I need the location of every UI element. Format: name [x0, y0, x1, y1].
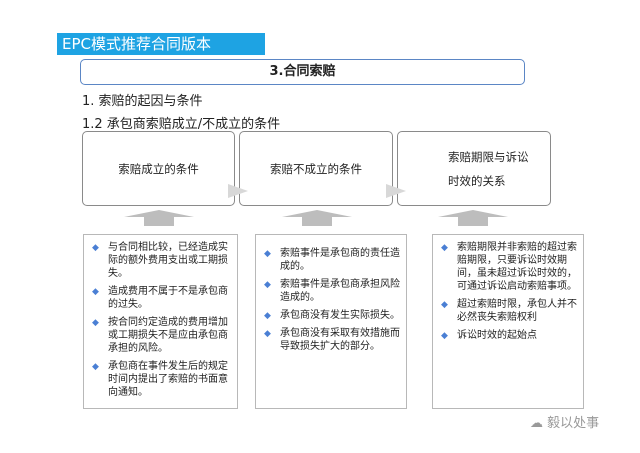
diamond-bullet-icon: ◆ [92, 318, 99, 328]
arrow-up-icon [438, 210, 508, 226]
list-item: ◆造成费用不属于不是承包商的过失。 [92, 286, 228, 310]
conditions-list-box: ◆索赔期限并非索赔的超过索赔期限，只要诉讼时效期间，虽未超过诉讼时效的，可通过诉… [432, 234, 584, 409]
list-item: ◆承包商没有发生实际损失。 [264, 310, 400, 321]
diamond-bullet-icon: ◆ [441, 243, 448, 253]
subheading-1: 1. 索赔的起因与条件 [82, 94, 203, 109]
conditions-list-box: ◆与合同相比较，已经造成实际的额外费用支出或工期损失。 ◆造成费用不属于不是承包… [83, 234, 238, 409]
arrow-up-icon [282, 210, 352, 226]
diamond-bullet-icon: ◆ [264, 311, 271, 321]
list-item: ◆索赔事件是承包商承担风险造成的。 [264, 279, 400, 303]
list-item: ◆按合同约定造成的费用增加或工期损失不是应由承包商承担的风险。 [92, 317, 228, 354]
subheading-2: 1.2 承包商索赔成立/不成立的条件 [82, 117, 281, 132]
arrow-right-icon [228, 184, 248, 198]
list-item: ◆索赔事件是承包商的责任造成的。 [264, 248, 400, 272]
column-heading: 索赔不成立的条件 [270, 161, 362, 176]
list-item: ◆诉讼时效的起始点 [441, 330, 537, 341]
list-item: ◆超过索赔时限，承包人并不必然丧失索赔权利 [441, 299, 577, 323]
diamond-bullet-icon: ◆ [264, 249, 271, 259]
slide-title: EPC模式推荐合同版本 [57, 33, 265, 55]
conditions-list-box: ◆索赔事件是承包商的责任造成的。 ◆索赔事件是承包商承担风险造成的。 ◆承包商没… [255, 234, 407, 409]
watermark: ☁ 毅以处事 [530, 416, 600, 431]
list-item: ◆与合同相比较，已经造成实际的额外费用支出或工期损失。 [92, 242, 228, 279]
column-heading-box: 索赔期限与诉讼时效的关系 [397, 131, 551, 206]
arrow-right-icon [386, 184, 406, 198]
diamond-bullet-icon: ◆ [264, 280, 271, 290]
arrow-up-icon [124, 210, 194, 226]
list-item: ◆承包商没有采取有效措施而导致损失扩大的部分。 [264, 328, 400, 352]
diamond-bullet-icon: ◆ [92, 362, 99, 372]
diamond-bullet-icon: ◆ [441, 331, 448, 341]
diamond-bullet-icon: ◆ [92, 287, 99, 297]
wechat-icon: ☁ [530, 416, 548, 431]
diamond-bullet-icon: ◆ [441, 300, 448, 310]
column-heading: 索赔期限与诉讼时效的关系 [448, 149, 529, 188]
column-heading: 索赔成立的条件 [118, 161, 199, 176]
diamond-bullet-icon: ◆ [92, 243, 99, 253]
list-item: ◆承包商在事件发生后的规定时间内提出了索赔的书面意向通知。 [92, 361, 228, 398]
column-heading-box: 索赔成立的条件 [82, 131, 235, 206]
diamond-bullet-icon: ◆ [264, 329, 271, 339]
section-header: 3.合同索赔 [80, 59, 525, 85]
list-item: ◆索赔期限并非索赔的超过索赔期限，只要诉讼时效期间，虽未超过诉讼时效的，可通过诉… [441, 242, 577, 292]
column-heading-box: 索赔不成立的条件 [239, 131, 393, 206]
